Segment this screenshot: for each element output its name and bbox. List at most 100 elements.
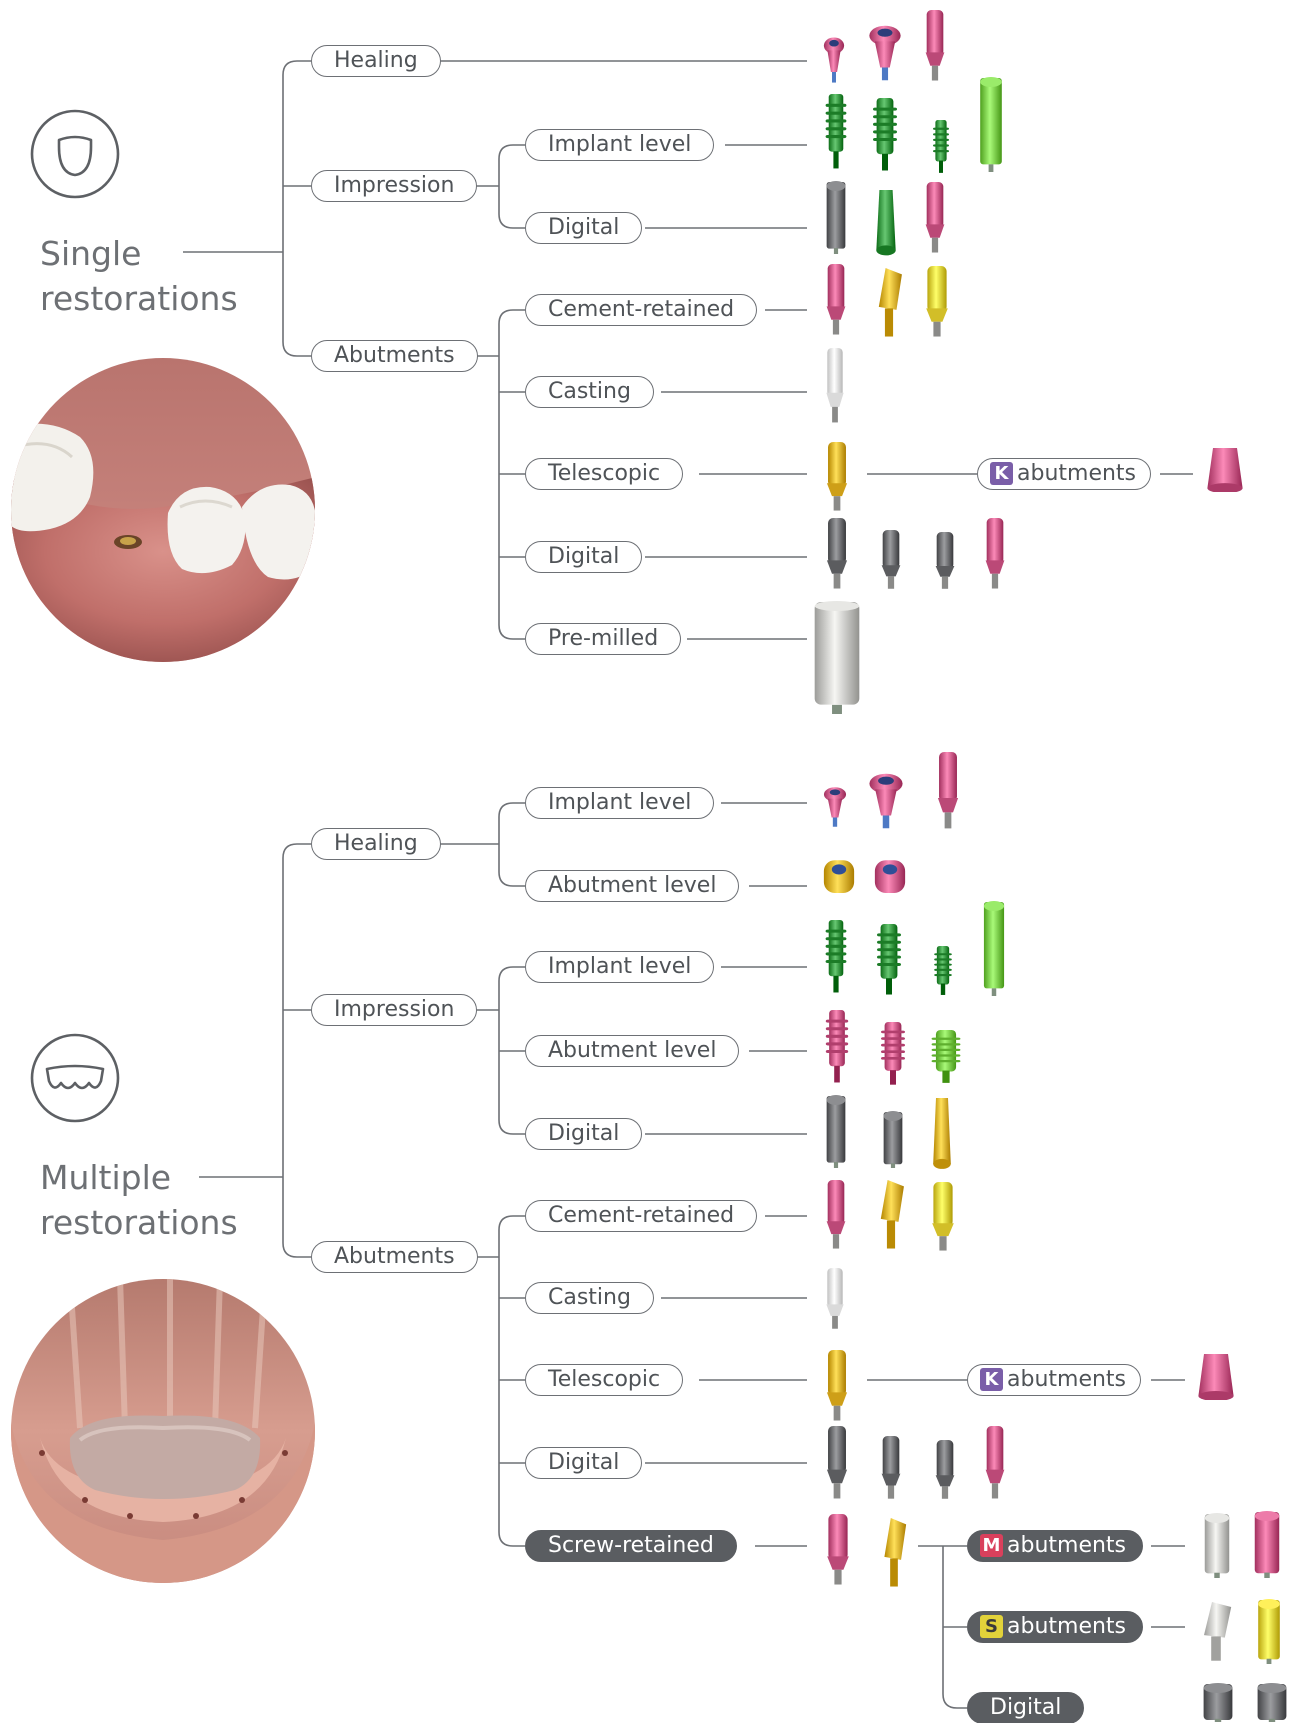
impression-node[interactable]: Impression [311,170,477,202]
dental-component-image [823,1512,853,1586]
dental-component-image [982,516,1008,590]
dental-component-image [878,1514,910,1588]
healing-abutment-level-node[interactable]: Abutment level [525,870,739,902]
dental-component-image [806,600,868,714]
pre-milled-node[interactable]: Pre-milled [525,623,681,655]
dental-component-image [934,750,962,830]
dental-component-image [821,856,857,898]
dental-component-image [1200,1512,1234,1578]
title-line: Single [40,231,238,276]
dental-component-image [1198,1682,1238,1722]
dental-component-image [823,262,849,336]
dental-component-image [1250,1510,1284,1578]
healing-node[interactable]: Healing [311,828,441,860]
single-restorations-title: Single restorations [40,231,238,321]
digital-node[interactable]: Digital [525,541,642,573]
abutments-node[interactable]: Abutments [311,340,478,372]
m-abutments-label: abutments [1007,1533,1126,1558]
impression-implant-level-node[interactable]: Implant level [525,129,714,161]
dental-component-image [823,1424,851,1500]
dental-component-image [928,1180,958,1252]
dental-component-image [932,944,954,996]
k-badge: K [990,462,1013,485]
dental-component-image [880,1110,906,1168]
multiple-restorations-title: Multiple restorations [40,1155,238,1245]
s-badge: S [980,1615,1003,1638]
dental-component-image [872,856,908,898]
screw-retained-node[interactable]: Screw-retained [525,1530,737,1562]
impression-node[interactable]: Impression [311,994,477,1026]
title-line: restorations [40,276,238,321]
dental-component-image [823,516,851,590]
dental-component-image [875,186,897,256]
dental-component-image [1196,1598,1236,1662]
dental-component-image [823,180,849,254]
s-abutments-label: abutments [1007,1614,1126,1639]
dental-component-image [823,1348,851,1422]
dental-component-image [823,346,847,424]
dental-component-image [868,24,902,82]
telescopic-node[interactable]: Telescopic [525,458,683,490]
k-abutments-label: abutments [1007,1367,1126,1392]
dental-component-image [878,528,904,590]
healing-implant-level-node[interactable]: Implant level [525,787,714,819]
dental-component-image [976,76,1006,172]
dental-component-image [932,530,958,590]
single-gap-gingiva-photo [10,357,316,663]
dental-component-image [922,264,952,338]
dental-component-image [823,92,849,170]
dental-component-image [1205,444,1245,492]
impression-abutment-level-node[interactable]: Abutment level [525,1035,739,1067]
k-badge: K [980,1368,1003,1391]
dental-component-image [1252,1682,1292,1722]
impression-digital-node[interactable]: Digital [525,1118,642,1150]
title-line: Multiple [40,1155,238,1200]
casting-node[interactable]: Casting [525,1282,654,1314]
telescopic-node[interactable]: Telescopic [525,1364,683,1396]
dental-component-image [823,918,849,994]
impression-digital-node[interactable]: Digital [525,212,642,244]
dental-component-image [1196,1350,1236,1400]
dental-component-image [878,1020,908,1086]
dental-component-image [982,1424,1008,1500]
abutments-node[interactable]: Abutments [311,1241,478,1273]
single-crown-icon [30,109,120,199]
impression-implant-level-node[interactable]: Implant level [525,951,714,983]
cement-retained-node[interactable]: Cement-retained [525,1200,757,1232]
title-line: restorations [40,1200,238,1245]
m-badge: M [980,1534,1003,1557]
healing-node[interactable]: Healing [311,45,441,77]
dental-component-image [922,8,948,82]
dental-component-image [823,1008,851,1084]
dental-component-image [1254,1598,1284,1664]
edentulous-arch-photo [10,1278,316,1584]
digital-node[interactable]: Digital [525,1447,642,1479]
dental-component-image [872,264,906,338]
casting-node[interactable]: Casting [525,376,654,408]
cement-retained-node[interactable]: Cement-retained [525,294,757,326]
dental-component-image [932,1438,958,1500]
dental-component-image [823,786,847,828]
multiple-crowns-icon [30,1033,120,1123]
dental-component-image [932,1094,952,1170]
dental-component-image [823,1094,849,1168]
dental-component-image [823,1178,849,1250]
dental-component-image [878,1434,904,1500]
dental-component-image [922,180,948,254]
screw-digital-node[interactable]: Digital [967,1692,1084,1723]
k-abutments-label: abutments [1017,461,1136,486]
dental-component-image [870,96,900,172]
dental-component-image [823,1266,847,1330]
dental-component-image [931,118,951,174]
dental-component-image [823,440,851,512]
dental-component-image [823,36,845,84]
dental-component-image [874,1176,908,1250]
dental-component-image [874,922,904,996]
dental-component-image [928,1028,964,1084]
dental-component-image [980,900,1008,996]
